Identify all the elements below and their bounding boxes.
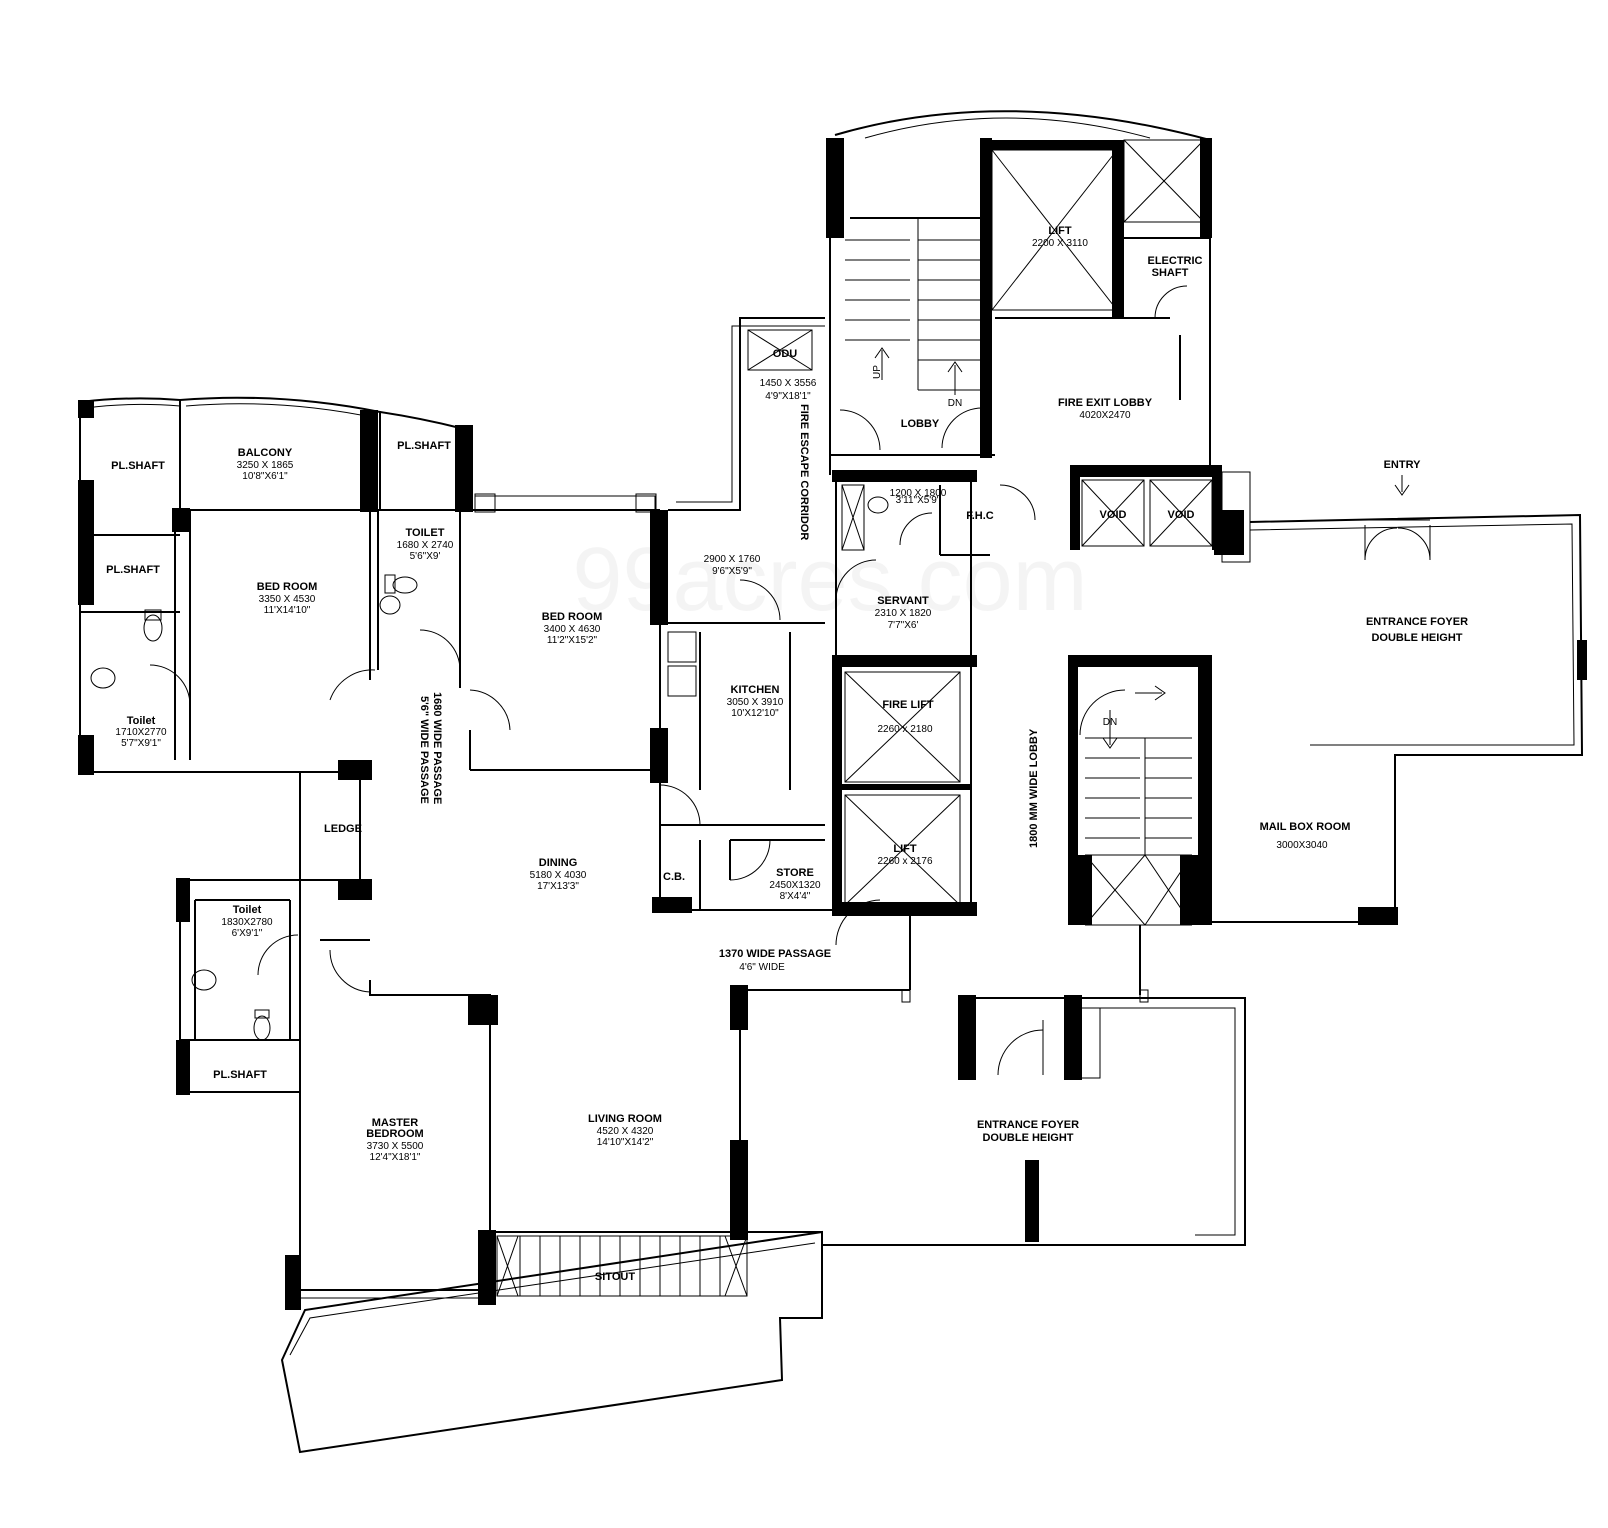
corr-dim: 2900 X 1760 (704, 554, 761, 565)
foyer-right-label: ENTRANCE FOYER (1366, 616, 1468, 628)
toilet-left-ft: 5'7"X9'1" (121, 738, 161, 749)
pl-shaft-1-label: PL.SHAFT (111, 460, 165, 472)
lift-top-dim: 2200 X 3110 (1032, 238, 1088, 249)
store-dim: 2450X1320 (769, 880, 821, 891)
toilet-mid-label: TOILET (406, 527, 445, 539)
ledge-label: LEDGE (324, 823, 362, 835)
bed1-dim: 3350 X 4530 (259, 594, 316, 605)
void2-label: VOID (1168, 509, 1195, 521)
sitout (496, 1235, 748, 1297)
wide-lobby-label: 1800 MM WIDE LOBBY (1028, 728, 1040, 848)
entry-label: ENTRY (1384, 459, 1422, 471)
toilet-master-dim: 1830X2780 (221, 917, 273, 928)
lift-mid-dim: 2260 x 2176 (877, 856, 932, 867)
bed2-ft: 11'2"X15'2" (547, 635, 598, 646)
left-wing-walls (78, 396, 668, 900)
corr-ft: 9'6"X5'9" (712, 566, 752, 577)
lift-top-label: LIFT (1048, 225, 1071, 237)
cb-label: C.B. (663, 871, 685, 883)
passage2-label: 1370 WIDE PASSAGE (719, 948, 831, 960)
odu-ft: 4'9"X18'1" (765, 391, 811, 402)
servant-ft: 7'7"X6' (888, 620, 919, 631)
master-walls (176, 878, 823, 1454)
electric-label-2: SHAFT (1152, 267, 1189, 279)
living-ft: 14'10"X14'2" (597, 1137, 654, 1148)
kitchen-dim: 3050 X 3910 (727, 697, 784, 708)
bed2-label: BED ROOM (542, 611, 603, 623)
bed1-label: BED ROOM (257, 581, 318, 593)
mailbox-label: MAIL BOX ROOM (1260, 821, 1351, 833)
toilet-master-ft: 6'X9'1" (232, 928, 263, 939)
servant-toilet-ft: 3'11"X5'9" (896, 495, 941, 506)
dn2-label: DN (1103, 717, 1117, 728)
right-stair-core (1068, 655, 1212, 926)
passage-label: 1680 WIDE PASSAGE (431, 692, 443, 804)
balcony-dim: 3250 X 1865 (237, 460, 294, 471)
master-ft: 12'4"X18'1" (370, 1152, 421, 1163)
mailbox-dim: 3000X3040 (1276, 840, 1328, 851)
void1-label: VOID (1100, 509, 1127, 521)
servant-dim: 2310 X 1820 (875, 608, 932, 619)
room-labels: PL.SHAFT BALCONY 3250 X 1865 10'8"X6'1" … (106, 225, 1468, 1283)
pl-shaft-4-label: PL.SHAFT (213, 1069, 267, 1081)
central-core (832, 470, 1036, 916)
toilet-left-dim: 1710X2770 (115, 727, 167, 738)
store-label: STORE (776, 867, 814, 879)
master-label-2: BEDROOM (366, 1128, 423, 1140)
fire-exit-label: FIRE EXIT LOBBY (1058, 397, 1153, 409)
fire-lift-label: FIRE LIFT (882, 699, 934, 711)
fhc-label: F.H.C (966, 510, 994, 522)
foyer-right-label-2: DOUBLE HEIGHT (1371, 632, 1462, 644)
foyer-bottom-label-2: DOUBLE HEIGHT (982, 1132, 1073, 1144)
servant-toilet-dim: 1200 X 1800 (890, 488, 947, 499)
top-stair-core (826, 110, 1212, 475)
bed1-ft: 11'X14'10" (264, 605, 311, 616)
passage-ft-label: 5'6" WIDE PASSAGE (418, 696, 430, 804)
foyer-bottom-label: ENTRANCE FOYER (977, 1119, 1079, 1131)
left-toilet-fixtures (90, 574, 418, 689)
electric-label: ELECTRIC (1148, 255, 1203, 267)
lift-mid-label: LIFT (893, 843, 916, 855)
corridor-label: FIRE ESCAPE CORRIDOR (798, 404, 810, 540)
right-foyer-walls (1212, 475, 1587, 925)
odu-dim: 1450 X 3556 (760, 378, 817, 389)
master-dim: 3730 X 5500 (367, 1141, 424, 1152)
toilet-master-label: Toilet (233, 904, 262, 916)
fire-exit-dim: 4020X2470 (1079, 410, 1131, 421)
bed2-dim: 3400 X 4630 (544, 624, 601, 635)
balcony-ft: 10'8"X6'1" (242, 471, 288, 482)
toilet-mid-dim: 1680 X 2740 (397, 540, 454, 551)
dining-label: DINING (539, 857, 578, 869)
living-label: LIVING ROOM (588, 1113, 662, 1125)
pl-shaft-2-label: PL.SHAFT (397, 440, 451, 452)
up-label: UP (872, 365, 883, 379)
kitchen-corridor-walls (652, 317, 881, 946)
bottom-foyer-walls (822, 912, 1246, 1246)
fire-lift-dim: 2260 x 2180 (877, 724, 932, 735)
store-ft: 8'X4'4" (780, 891, 811, 902)
living-walls (490, 985, 910, 1240)
pl-shaft-3-label: PL.SHAFT (106, 564, 160, 576)
watermark: 99acres.com (572, 530, 1087, 630)
kitchen-label: KITCHEN (731, 684, 780, 696)
dn-label: DN (948, 398, 962, 409)
master-label: MASTER (372, 1117, 419, 1129)
odu-label: ODU (773, 348, 798, 360)
void-area (1070, 465, 1251, 563)
living-dim: 4520 X 4320 (597, 1126, 654, 1137)
toilet-mid-ft: 5'6"X9' (410, 551, 441, 562)
dining-dim: 5180 X 4030 (530, 870, 587, 881)
servant-label: SERVANT (877, 595, 929, 607)
lobby-label: LOBBY (901, 418, 940, 430)
sitout-label: SITOUT (595, 1271, 635, 1283)
dining-ft: 17'X13'3" (537, 881, 579, 892)
toilet-left-label: Toilet (127, 715, 156, 727)
kitchen-ft: 10'X12'10" (731, 708, 779, 719)
passage2-ft: 4'6" WIDE (739, 962, 785, 973)
balcony-label: BALCONY (238, 447, 293, 459)
